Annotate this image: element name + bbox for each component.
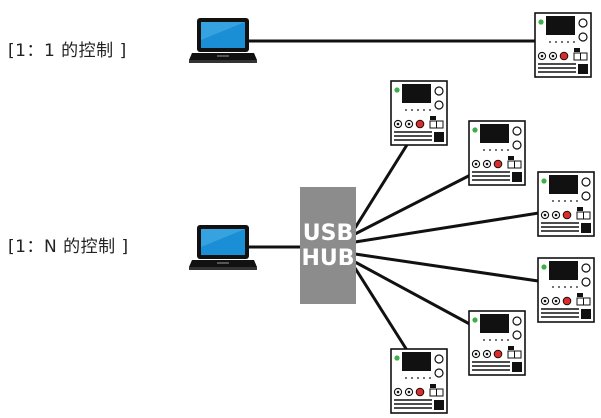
- label-one-to-n: [1：N 的控制 ]: [8, 237, 129, 257]
- power-supply-unit-icon: [390, 80, 448, 146]
- hub-label-hub: HUB: [301, 246, 354, 271]
- power-supply-unit-icon: [390, 348, 448, 414]
- power-supply-unit-icon: [468, 310, 526, 376]
- usb-hub-box: [300, 187, 356, 304]
- laptop-icon: [189, 225, 257, 270]
- hub-label-usb: USB: [303, 221, 353, 246]
- power-supply-unit-icon: [537, 171, 595, 237]
- laptop-icon: [189, 18, 257, 63]
- hub-cables: [353, 139, 546, 356]
- power-supply-unit-icon: [534, 12, 592, 78]
- power-supply-unit-icon: [537, 257, 595, 323]
- label-one-to-one: [1：1 的控制 ]: [8, 41, 127, 61]
- power-supply-unit-icon: [468, 120, 526, 186]
